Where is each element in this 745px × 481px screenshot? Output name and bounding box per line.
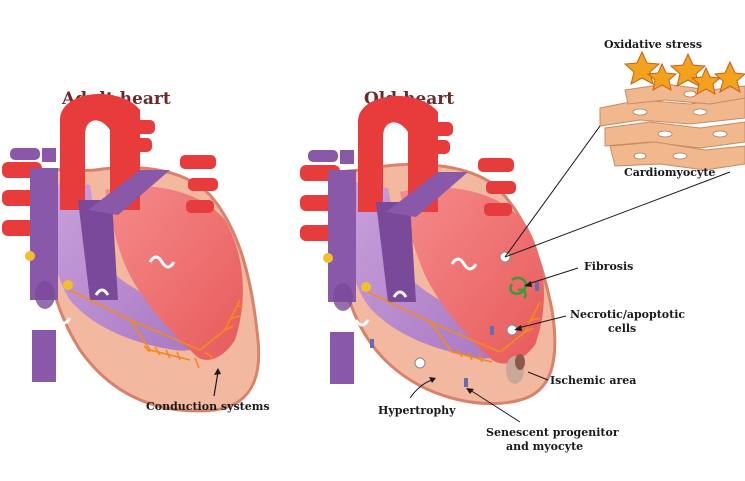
hypertrophy-label: Hypertrophy [378,404,456,417]
old-left-ventricle [400,187,545,364]
senescent-label-line2: and myocyte [506,440,583,453]
adult-conduction-system [69,289,243,369]
oxidative-stress-label: Oxidative stress [604,38,702,51]
necrotic-label-line2: cells [608,322,636,335]
adult-aorta [60,93,140,210]
adult-sa-node [25,251,35,261]
adult-superior-vena-cava [30,168,58,300]
oxidative-stress-stars [623,50,745,95]
hypertrophy-cell [414,357,426,369]
adult-heart: Adult heart [2,89,270,413]
fibrosis-label: Fibrosis [584,260,633,273]
fibrosis-spot [509,276,528,299]
conduction-systems-label: Conduction systems [146,400,270,413]
necrotic-label-line1: Necrotic/apoptotic [570,308,685,321]
inset-connector-top [504,125,601,258]
senescent-cells [370,282,539,387]
adult-valves [56,255,176,325]
cardiomyocyte-tissue [599,83,745,171]
callouts: Fibrosis Necrotic/apoptotic cells Ischem… [378,260,685,453]
old-aorta [358,95,438,212]
inset-connector-bottom [504,171,731,258]
adult-inferior-vena-cava [32,330,56,382]
cardiomyocyte-inset: Oxidative stress Cardiomyocyte [504,38,745,258]
cardiomyocyte-label: Cardiomyocyte [624,166,715,179]
adult-av-node [63,280,73,290]
adult-left-ventricle [105,186,243,360]
adult-pulmonary-trunk [78,200,118,300]
old-heart: Old heart [300,89,557,406]
ischemic-area-label: Ischemic area [550,374,636,387]
old-conduction-system [367,291,541,363]
senescent-label-line1: Senescent progenitor [486,426,619,439]
